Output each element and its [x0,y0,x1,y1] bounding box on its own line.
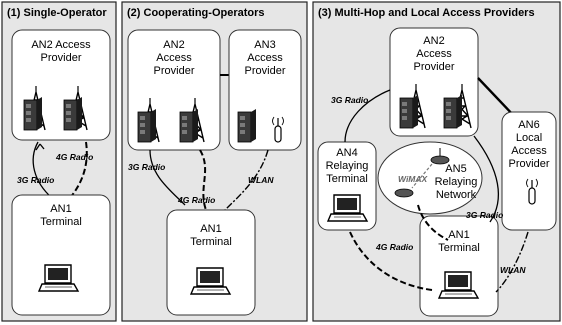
radio-link-wlan [224,149,269,211]
base-station-building-icon [63,96,83,131]
node-label-an3: Provider [245,65,286,77]
node-label-an5: Network [436,189,477,201]
node-label-an1: AN1 [200,223,221,235]
link-label-3g: 3G Radio [331,95,368,105]
node-label-an6: Provider [509,158,550,170]
panel-single-operator: (1) Single-Operator AN2 Access Provider … [1,1,117,322]
node-label-an2: Access [416,48,452,60]
base-station-building-icon [23,96,43,131]
panel-multi-hop: (3) Multi-Hop and Local Access Providers… [312,1,561,322]
radio-link-3g [473,135,499,223]
node-label-an2: Provider [414,61,455,73]
wimax-router-icon [394,148,450,198]
base-station-building-icon [443,94,463,129]
panel-title: (3) Multi-Hop and Local Access Providers [318,7,535,19]
link-label-3g: 3G Radio [128,162,165,172]
node-label-an1: AN1 [50,203,71,215]
node-label-an2: AN2 Access [31,39,91,51]
panel-title: (1) Single-Operator [7,7,107,19]
link-label-3g: 3G Radio [17,175,54,185]
node-label-an6: AN6 [518,119,539,131]
node-label-an1: Terminal [190,236,232,248]
base-station-building-icon [399,94,419,129]
radio-link-3g [32,141,53,199]
node-label-an5: AN5 [445,163,466,175]
node-label-an4: Relaying [326,160,369,172]
arrowhead [35,143,45,151]
radio-link-3g [344,89,391,143]
node-label-an2: Access [156,52,192,64]
node-label-an2: Provider [154,65,195,77]
link-label-4g: 4G Radio [375,242,413,252]
node-label-an1: Terminal [438,242,480,254]
panel-title: (2) Cooperating-Operators [127,7,265,19]
base-station-building-icon [179,108,199,143]
link-label-3g: 3G Radio [466,210,503,220]
link-label-4g: 4G Radio [177,195,215,205]
node-label-an2: AN2 [163,39,184,51]
link-label-4g: 4G Radio [55,152,93,162]
node-label-an2: Provider [41,52,82,64]
node-label-an1: Terminal [40,216,82,228]
node-label-an2: AN2 [423,35,444,47]
node-label-an6: Local [516,132,542,144]
radio-link-4g [349,231,433,291]
radio-link-3g [149,149,186,206]
node-label-an4: AN4 [336,147,357,159]
base-station-building-icon [137,108,157,143]
base-station-building-icon [237,108,257,143]
radio-link-4g [199,149,207,211]
link-label-wlan: WLAN [500,265,526,275]
panel-cooperating-operators: (2) Cooperating-Operators AN2 Access Pro… [121,1,308,322]
link-label-wlan: WLAN [248,175,274,185]
node-label-an1: AN1 [448,229,469,241]
node-label-an6: Access [511,145,547,157]
radio-link-4g [417,204,449,241]
node-label-an5: Relaying [435,176,478,188]
link-label-wimax: WiMAX [398,174,429,184]
node-label-an3: Access [247,52,283,64]
node-label-an3: AN3 [254,39,275,51]
node-label-an4: Terminal [326,173,368,185]
